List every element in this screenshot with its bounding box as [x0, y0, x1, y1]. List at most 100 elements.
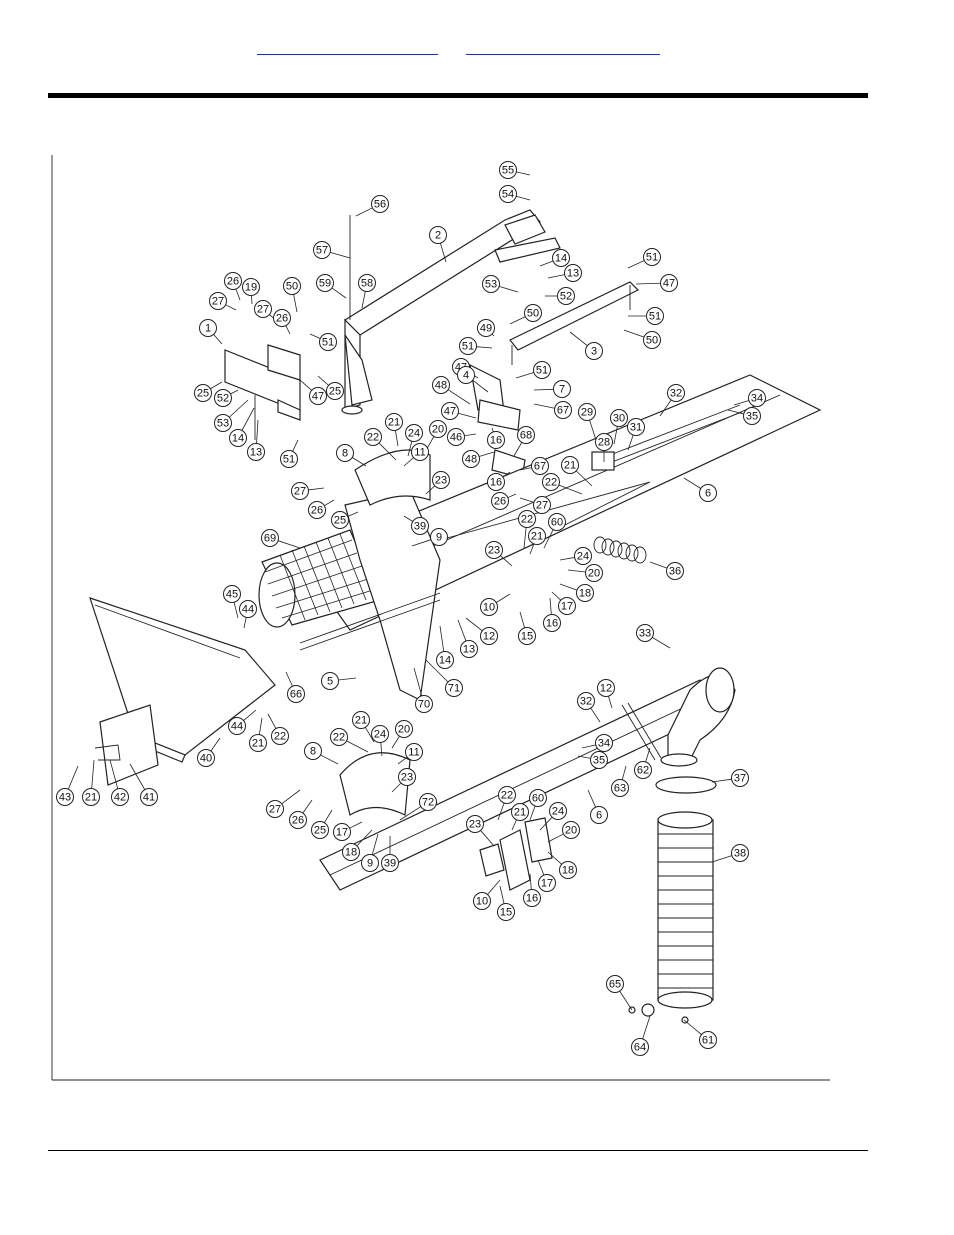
part-callout-42: 42 [111, 788, 129, 806]
part-callout-67: 67 [554, 401, 572, 419]
callout-circle [562, 821, 580, 839]
callout-number: 47 [312, 391, 324, 403]
part-callout-18: 18 [559, 861, 577, 879]
callout-number: 16 [546, 618, 558, 630]
callout-number: 9 [367, 858, 373, 870]
callout-circle [239, 600, 257, 618]
callout-number: 44 [231, 721, 243, 733]
part-callout-27: 27 [266, 800, 284, 818]
callout-number: 59 [319, 278, 331, 290]
leader-line-21 [364, 727, 375, 743]
leader-line-52 [230, 389, 239, 395]
part-callout-24: 24 [371, 725, 389, 743]
part-callout-22: 22 [518, 510, 536, 528]
part-callout-20: 20 [395, 720, 413, 738]
part-callout-15: 15 [497, 903, 515, 921]
part-callout-22: 22 [330, 728, 348, 746]
leader-line-62 [645, 747, 651, 763]
part-callout-1: 1 [199, 319, 217, 337]
header-link-1[interactable] [257, 38, 438, 55]
part-callout-19: 19 [242, 278, 260, 296]
part-callout-53: 53 [482, 275, 500, 293]
leader-line-27 [308, 487, 325, 491]
leader-line-21 [575, 470, 593, 487]
callout-circle [223, 585, 241, 603]
callout-circle [321, 672, 339, 690]
discharge-elbow-part [660, 667, 736, 767]
callout-number: 53 [485, 279, 497, 291]
callout-number: 23 [435, 475, 447, 487]
leader-line-56 [355, 207, 373, 217]
part-callout-12: 12 [480, 627, 498, 645]
left-bracket-part [224, 344, 301, 440]
callout-circle [352, 711, 370, 729]
leader-line-8 [352, 457, 367, 467]
header-link-2[interactable] [466, 38, 660, 55]
callout-number: 61 [702, 1035, 714, 1047]
part-callout-21: 21 [385, 413, 403, 431]
leader-line-20 [567, 569, 586, 573]
callout-circle [499, 185, 517, 203]
callout-number: 45 [226, 589, 238, 601]
callout-number: 25 [329, 386, 341, 398]
leader-line-10 [487, 879, 501, 895]
leader-line-53 [228, 399, 249, 418]
part-callout-16: 16 [543, 614, 561, 632]
callout-number: 50 [646, 335, 658, 347]
callout-circle [331, 511, 349, 529]
callout-circle [311, 821, 329, 839]
leader-line-18 [559, 583, 578, 591]
leader-line-72 [399, 806, 422, 821]
callout-circle [529, 789, 547, 807]
part-callout-51: 51 [280, 450, 298, 468]
screen-drum-part [258, 529, 381, 628]
leader-line-27 [281, 789, 301, 805]
leader-line-31 [627, 434, 634, 451]
part-callout-29: 29 [578, 403, 596, 421]
part-callout-25: 25 [311, 821, 329, 839]
leader-line-68 [513, 442, 523, 457]
callout-circle [261, 529, 279, 547]
callout-circle [524, 304, 542, 322]
callout-number: 12 [483, 631, 495, 643]
callout-number: 70 [418, 699, 430, 711]
leader-line-38 [711, 855, 733, 863]
part-callout-31: 31 [627, 418, 645, 436]
callout-number: 50 [286, 281, 298, 293]
part-callout-20: 20 [562, 821, 580, 839]
leader-line-14 [539, 260, 554, 267]
leader-line-24 [380, 742, 383, 757]
part-callout-13: 13 [460, 640, 478, 658]
callout-circle [699, 1031, 717, 1049]
leader-line-12 [608, 696, 613, 709]
callout-circle [82, 788, 100, 806]
callout-circle [460, 640, 478, 658]
callout-circle [308, 501, 326, 519]
leader-line-60 [543, 529, 554, 549]
leader-line-18 [356, 829, 373, 847]
callout-number: 63 [614, 783, 626, 795]
callout-number: 30 [613, 413, 625, 425]
part-callout-60: 60 [548, 513, 566, 531]
part-callout-35: 35 [590, 751, 608, 769]
callout-circle [316, 274, 334, 292]
part-callout-8: 8 [336, 444, 354, 462]
callout-number: 51 [462, 341, 474, 353]
callout-number: 57 [316, 245, 328, 257]
callout-circle [531, 457, 549, 475]
part-callout-59: 59 [316, 274, 334, 292]
part-callout-23: 23 [485, 541, 503, 559]
callout-circle [140, 788, 158, 806]
part-callout-40: 40 [197, 749, 215, 767]
leader-line-14 [241, 407, 255, 431]
callout-circle [287, 685, 305, 703]
upper-clamp-part [354, 449, 431, 506]
callout-circle [585, 564, 603, 582]
callout-number: 18 [562, 865, 574, 877]
callout-number: 44 [242, 604, 254, 616]
leader-line-13 [256, 419, 259, 444]
hose-clamp-part [655, 776, 717, 794]
leader-line-24 [539, 816, 553, 831]
callout-number: 16 [490, 435, 502, 447]
callout-circle [643, 331, 661, 349]
